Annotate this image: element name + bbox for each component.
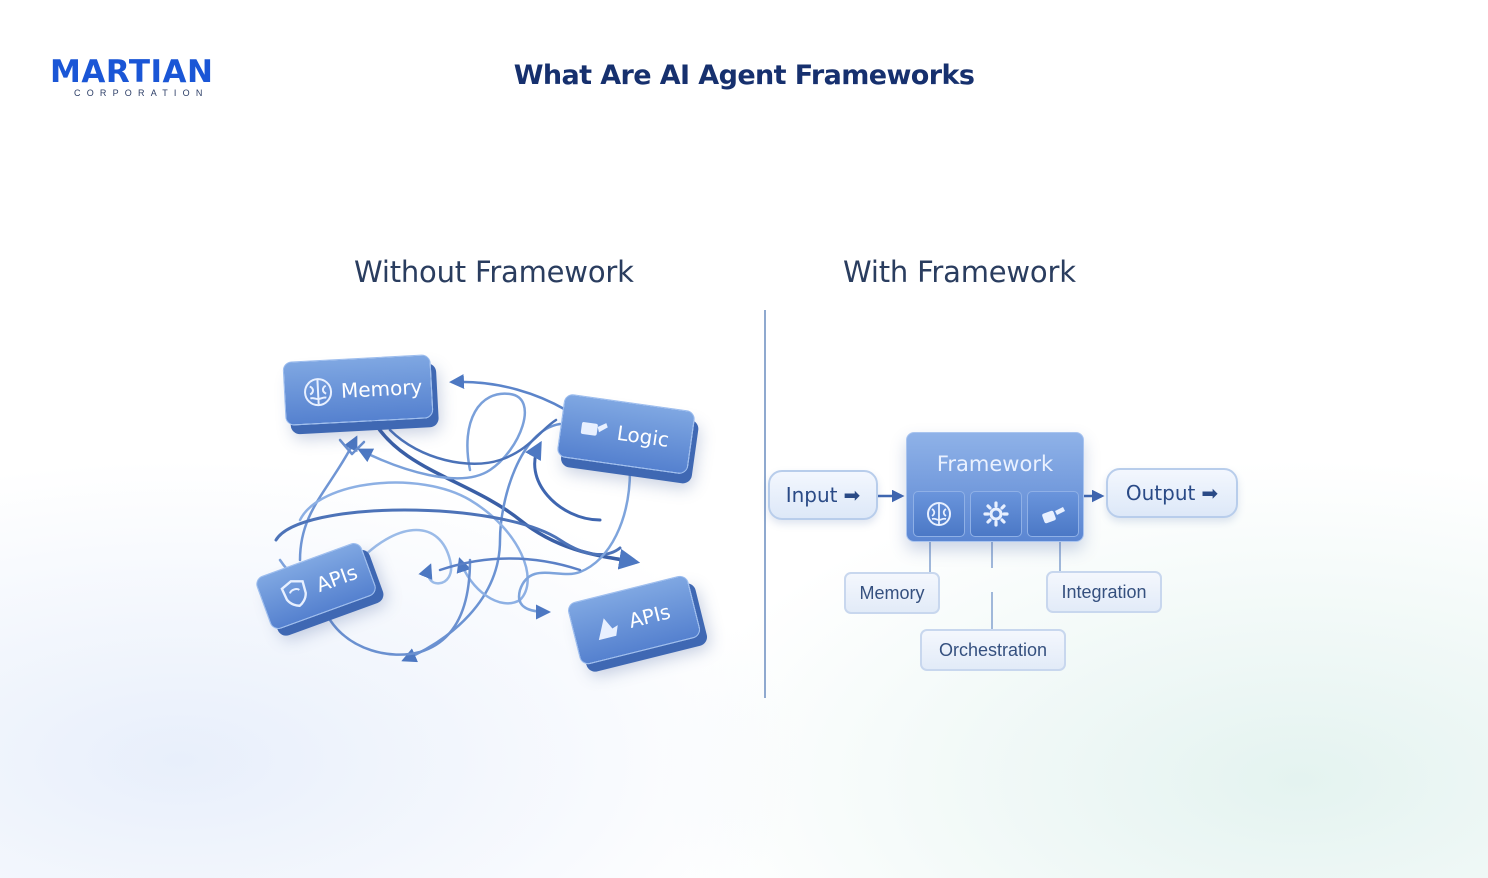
logic-block: Logic xyxy=(556,393,696,475)
framework-orchestration-cell xyxy=(970,491,1022,537)
output-pill: Output ➡ xyxy=(1106,468,1238,518)
orchestration-tag-label: Orchestration xyxy=(938,639,1048,660)
page-title: What Are AI Agent Frameworks xyxy=(513,60,975,91)
document-icon xyxy=(598,618,618,641)
orchestration-tag: Orchestration xyxy=(920,629,1066,671)
arrow-right-icon: ➡ xyxy=(843,483,861,507)
framework-box: Framework xyxy=(906,432,1084,542)
output-label: Output xyxy=(1125,481,1196,505)
framework-integration-cell xyxy=(1027,491,1079,537)
memory-tag-label: Memory xyxy=(859,582,925,603)
memory-block: Memory xyxy=(282,354,434,426)
integration-tag-label: Integration xyxy=(1061,581,1147,602)
input-label: Input xyxy=(785,483,838,507)
logo-tagline: CORPORATION xyxy=(74,88,209,98)
plug-icon xyxy=(1042,507,1065,524)
shield-icon xyxy=(280,580,307,607)
apis-block-right: APIs xyxy=(566,573,702,667)
framework-label: Framework xyxy=(936,452,1054,476)
panel-divider xyxy=(764,310,766,698)
tool-icon xyxy=(580,422,608,436)
with-framework-heading: With Framework xyxy=(843,255,1076,289)
integration-tag: Integration xyxy=(1046,571,1162,613)
apis-block-left: APIs xyxy=(253,540,379,632)
arrow-right-icon: ➡ xyxy=(1201,481,1219,505)
gear-icon xyxy=(983,501,1009,527)
without-framework-heading: Without Framework xyxy=(354,255,634,289)
brain-icon xyxy=(927,502,951,526)
martian-logo: MARTIAN CORPORATION xyxy=(50,54,250,104)
brain-icon xyxy=(304,378,333,407)
framework-memory-cell xyxy=(913,491,965,537)
logo-wordmark: MARTIAN xyxy=(50,54,214,90)
memory-tag: Memory xyxy=(844,572,940,614)
input-pill: Input ➡ xyxy=(768,470,878,520)
